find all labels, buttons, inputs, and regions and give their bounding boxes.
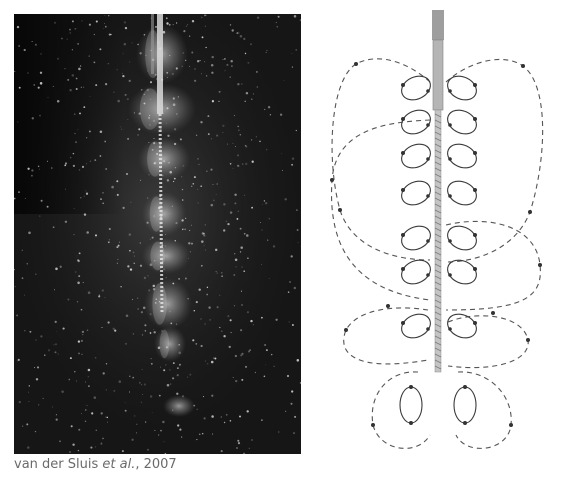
caption-authors: van der Sluis: [14, 457, 102, 472]
outer-loop-lower-right: [448, 316, 528, 368]
vortex-loop: [444, 256, 480, 289]
diagram-drawing: [318, 10, 553, 460]
file-instrument: [432, 10, 444, 372]
vortex-loop: [398, 177, 434, 210]
streaming-photograph: [14, 14, 301, 454]
vortex-loop: [398, 140, 434, 173]
vortex-loop: [398, 72, 434, 105]
photograph-image: [14, 14, 301, 454]
vortex-loop: [444, 140, 480, 173]
photo-tip-glow: [163, 395, 195, 417]
caption-etal: et al.: [102, 457, 135, 472]
outer-loop-upper-left: [332, 59, 430, 260]
outer-loop-bottom-right: [456, 372, 511, 448]
outer-loop-upper-right: [446, 59, 543, 262]
outer-loop-mid-left: [332, 120, 430, 300]
vortex-loop: [398, 106, 434, 139]
vortex-loop: [454, 387, 476, 423]
vortex-loop: [444, 310, 480, 343]
vortex-loop: [444, 72, 480, 105]
vortex-loop: [444, 106, 480, 139]
figure-caption: van der Sluis et al., 2007: [14, 457, 177, 472]
caption-year: , 2007: [135, 457, 176, 472]
streaming-diagram: [318, 10, 553, 460]
vortex-loop: [398, 310, 434, 343]
photo-shadow: [14, 14, 124, 214]
vortex-loop: [400, 387, 422, 423]
vortex-loop: [398, 222, 434, 255]
vortex-loop: [444, 222, 480, 255]
outer-loop-mid-right: [446, 221, 540, 310]
outer-loop-lower-left: [344, 308, 428, 364]
vortex-loop: [444, 177, 480, 210]
vortex-loop: [398, 256, 434, 289]
